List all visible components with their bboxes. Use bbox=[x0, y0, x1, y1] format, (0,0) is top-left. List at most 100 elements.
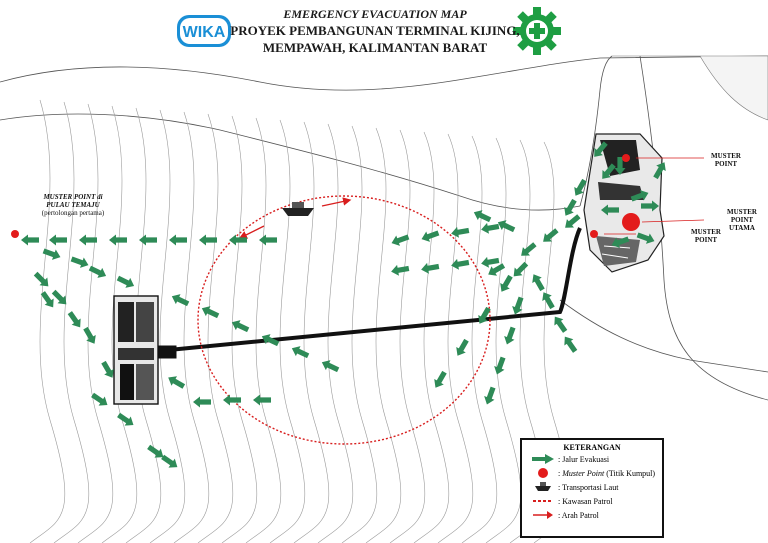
evacuation-arrow bbox=[67, 311, 81, 328]
muster-points bbox=[11, 154, 640, 238]
red-arrow-icon bbox=[532, 509, 554, 521]
evacuation-arrow bbox=[168, 376, 186, 389]
evacuation-route-arrows bbox=[21, 141, 666, 468]
contour-line bbox=[317, 123, 354, 543]
evacuation-arrow bbox=[231, 320, 250, 333]
map-legend: KETERANGAN : Jalur Evakuasi : Muster Poi… bbox=[520, 438, 664, 538]
evacuation-arrow bbox=[602, 163, 616, 179]
evacuation-arrow bbox=[481, 256, 500, 268]
legend-title: KETERANGAN bbox=[563, 443, 621, 452]
legend-item-patrol-area: : Kawasan Patrol bbox=[532, 494, 662, 508]
evacuation-arrow bbox=[161, 454, 178, 468]
evacuation-arrow bbox=[223, 394, 241, 406]
contour-line bbox=[437, 133, 474, 543]
evacuation-arrow bbox=[88, 265, 107, 278]
contour-line bbox=[341, 125, 378, 543]
evacuation-arrow bbox=[478, 306, 491, 324]
evacuation-arrow bbox=[636, 232, 655, 244]
map-title: EMERGENCY EVACUATION MAP PROYEK PEMBANGU… bbox=[220, 6, 530, 56]
evacuation-arrow bbox=[169, 234, 187, 246]
contour-line bbox=[245, 117, 282, 543]
coastline bbox=[0, 55, 768, 401]
green-arrow-icon bbox=[532, 453, 554, 465]
evacuation-arrow bbox=[83, 326, 96, 344]
muster-point-south bbox=[590, 230, 598, 238]
evacuation-arrow bbox=[321, 360, 340, 373]
evacuation-arrow bbox=[101, 360, 114, 378]
contour-line bbox=[413, 131, 450, 543]
evacuation-arrow bbox=[291, 346, 310, 359]
contour-line bbox=[29, 99, 66, 543]
contour-line bbox=[197, 113, 234, 543]
evacuation-arrow bbox=[42, 248, 61, 260]
contour-line bbox=[53, 101, 90, 543]
label-muster-south: MUSTER POINT bbox=[691, 228, 721, 244]
evacuation-arrow bbox=[500, 274, 513, 292]
evacuation-arrow bbox=[261, 334, 280, 347]
evacuation-arrow bbox=[434, 370, 447, 388]
contour-line bbox=[173, 111, 210, 543]
label-muster-north: MUSTER POINT bbox=[711, 152, 741, 168]
muster-point-north bbox=[622, 154, 630, 162]
evacuation-arrow bbox=[109, 234, 127, 246]
evacuation-arrow bbox=[451, 258, 470, 270]
evacuation-arrow bbox=[513, 261, 529, 277]
evacuation-arrow bbox=[33, 271, 49, 287]
evacuation-arrow bbox=[481, 222, 500, 234]
evacuation-arrow bbox=[542, 292, 555, 310]
evacuation-arrow bbox=[229, 234, 247, 246]
evacuation-arrow bbox=[497, 220, 516, 233]
evacuation-arrow bbox=[117, 412, 134, 426]
evacuation-arrow bbox=[512, 296, 524, 315]
evacuation-arrow bbox=[484, 386, 496, 405]
contour-line bbox=[365, 127, 402, 543]
evacuation-arrow bbox=[391, 264, 410, 276]
label-leader-lines bbox=[604, 157, 705, 235]
evacuation-arrow bbox=[201, 306, 220, 319]
red-dot-icon bbox=[532, 467, 554, 479]
evacuation-arrow bbox=[70, 256, 89, 268]
muster-point-utama bbox=[622, 213, 640, 231]
svg-text:WIKA: WIKA bbox=[183, 24, 226, 41]
evacuation-arrow bbox=[641, 200, 659, 212]
evacuation-arrow bbox=[451, 226, 470, 238]
evacuation-arrow bbox=[594, 141, 608, 157]
legend-item-evac-route: : Jalur Evakuasi bbox=[532, 452, 662, 466]
evacuation-arrow bbox=[564, 198, 577, 216]
evacuation-arrow bbox=[565, 214, 581, 228]
wika-logo: WIKA bbox=[177, 15, 231, 47]
evacuation-arrow bbox=[521, 242, 537, 256]
title-line-3: MEMPAWAH, KALIMANTAN BARAT bbox=[262, 40, 488, 55]
boat-icon bbox=[532, 481, 554, 493]
evacuation-arrow bbox=[259, 234, 277, 246]
sea-transport-boat-icon bbox=[282, 202, 314, 216]
contour-line bbox=[77, 103, 114, 543]
evacuation-arrow bbox=[653, 162, 666, 180]
legend-item-patrol-direction: : Arah Patrol bbox=[532, 508, 662, 522]
contour-line bbox=[269, 119, 306, 543]
patrol-direction-arrows bbox=[238, 197, 352, 239]
evacuation-arrow bbox=[614, 157, 626, 175]
evacuation-arrow bbox=[564, 336, 578, 353]
evacuation-arrow bbox=[574, 178, 587, 196]
island-terminal bbox=[113, 295, 159, 405]
legend-item-boat: : Transportasi Laut bbox=[532, 480, 662, 494]
evacuation-arrow bbox=[171, 294, 190, 307]
jetty-trestle bbox=[147, 227, 582, 359]
contour-line bbox=[293, 121, 330, 543]
evacuation-arrow bbox=[630, 190, 649, 202]
contour-line bbox=[461, 135, 498, 543]
title-line-2: PROYEK PEMBANGUNAN TERMINAL KIJING, bbox=[230, 23, 520, 38]
evacuation-arrow bbox=[488, 263, 506, 276]
dashed-line-icon bbox=[532, 495, 554, 507]
contour-line bbox=[389, 129, 426, 543]
label-muster-utama: MUSTER POINT UTAMA bbox=[727, 208, 757, 232]
k3-safety-logo bbox=[513, 7, 561, 55]
evacuation-arrow bbox=[193, 396, 211, 408]
evacuation-arrow bbox=[494, 356, 506, 375]
evacuation-arrow bbox=[51, 289, 67, 305]
title-line-1: EMERGENCY EVACUATION MAP bbox=[283, 7, 467, 21]
patrol-area-boundary bbox=[197, 195, 491, 445]
evacuation-arrow bbox=[79, 234, 97, 246]
evacuation-arrow bbox=[543, 228, 559, 242]
